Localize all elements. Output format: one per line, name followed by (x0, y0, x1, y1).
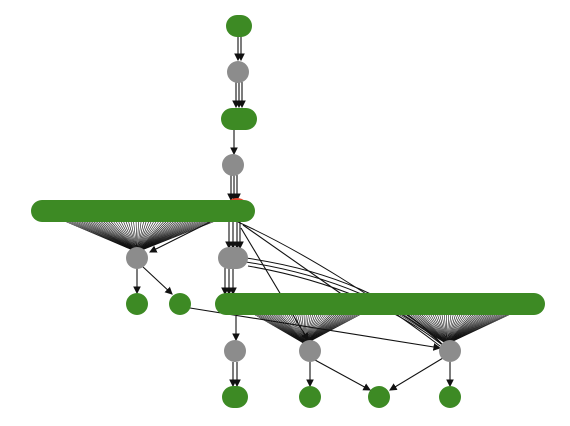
fan-edge (446, 311, 467, 345)
fan-edge (101, 219, 138, 253)
fan-edge (136, 219, 145, 253)
fan-edge (136, 219, 147, 253)
fan-edge (117, 219, 138, 253)
task-node (368, 386, 390, 408)
task-node (126, 293, 148, 315)
fan-edge (119, 219, 138, 253)
intermediate-node (227, 61, 249, 83)
graph-edge (389, 357, 444, 391)
fan-edge (136, 219, 219, 253)
fan-edge (446, 311, 455, 345)
task-node (299, 386, 321, 408)
intermediate-node (222, 154, 244, 176)
intermediate-node (218, 247, 248, 269)
graph-edge (240, 227, 309, 341)
fan-edge (436, 311, 448, 345)
fan-edge (122, 219, 138, 253)
fan-edge (431, 311, 448, 345)
fan-edge (446, 311, 450, 345)
task-node (169, 293, 191, 315)
fan-edges (61, 219, 516, 345)
fan-edge (125, 219, 138, 253)
fan-edge (104, 219, 138, 253)
fan-edge (136, 219, 150, 253)
fan-edge (446, 311, 469, 345)
edges (133, 35, 454, 391)
fan-edge (446, 311, 452, 345)
fan-edge (127, 219, 138, 253)
intermediate-node (126, 247, 148, 269)
fan-edge (446, 311, 462, 345)
fan-edge (446, 311, 448, 345)
wide-task-node (215, 293, 545, 315)
graph-edge (237, 221, 441, 347)
fan-edge (443, 311, 448, 345)
fan-edge (135, 219, 138, 253)
fan-edge (446, 311, 472, 345)
graph-edge (242, 224, 351, 301)
graph-edge (149, 221, 211, 253)
fan-edge (429, 311, 448, 345)
fan-edge (446, 311, 459, 345)
fan-edge (426, 311, 448, 345)
fan-edge (277, 311, 306, 345)
fan-edge (136, 219, 139, 253)
fan-edge (419, 311, 448, 345)
intermediate-node (224, 340, 246, 362)
fan-edge (136, 219, 163, 253)
fan-edge (438, 311, 448, 345)
wide-task-node (31, 200, 255, 222)
fan-edge (280, 311, 306, 345)
fan-edge (416, 311, 448, 345)
fan-edge (424, 311, 448, 345)
task-node (222, 386, 248, 408)
fan-edge (421, 311, 448, 345)
fan-edge (136, 219, 168, 253)
fan-edge (136, 219, 158, 253)
fan-edge (106, 219, 138, 253)
fan-edge (433, 311, 448, 345)
fan-edge (446, 311, 516, 345)
fan-edge (109, 219, 138, 253)
intermediate-node (299, 340, 321, 362)
fan-edge (446, 311, 474, 345)
fan-edge (136, 219, 142, 253)
graph-edge (141, 265, 173, 295)
intermediate-node (439, 340, 461, 362)
fan-edge (130, 219, 138, 253)
fan-edge (136, 219, 161, 253)
task-node (439, 386, 461, 408)
fan-edge (112, 219, 138, 253)
fan-edge (136, 219, 155, 253)
fan-edge (304, 311, 366, 345)
graph-edge (245, 257, 443, 345)
fan-edge (136, 219, 166, 253)
fan-edge (136, 219, 153, 253)
fan-edge (446, 311, 464, 345)
fan-edge (114, 219, 138, 253)
fan-edge (441, 311, 448, 345)
fan-edge (446, 311, 457, 345)
graph-edge (314, 359, 371, 391)
task-node (226, 15, 252, 37)
task-node (221, 108, 257, 130)
fan-edge (133, 219, 138, 253)
nodes (31, 15, 545, 408)
